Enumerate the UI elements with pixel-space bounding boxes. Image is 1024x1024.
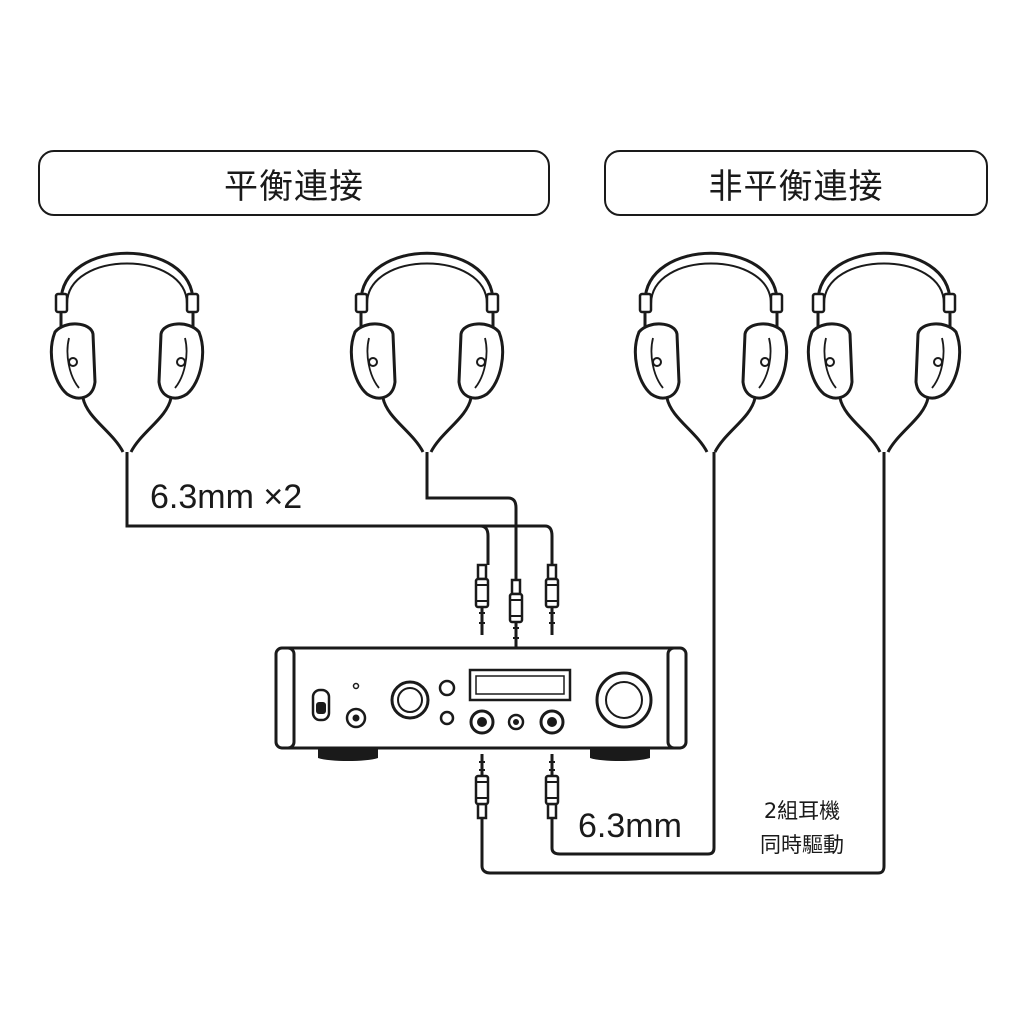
- cable-unbalanced-2: [480, 452, 886, 875]
- plug-unbalanced-right: [544, 752, 560, 820]
- headphone-balanced-2: [349, 251, 505, 454]
- plug-balanced-left: [474, 563, 490, 637]
- balanced-plug-label: 6.3mm ×2: [150, 478, 302, 516]
- balanced-connection-header: 平衡連接: [38, 150, 550, 216]
- dual-drive-label-line1: 2組耳機: [764, 799, 840, 823]
- unbalanced-plug-label: 6.3mm: [578, 807, 682, 845]
- dual-drive-label-line2: 同時驅動: [760, 833, 844, 857]
- headphone-amplifier: [274, 646, 688, 761]
- headphone-unbalanced-2: [806, 251, 962, 454]
- cable-balanced-2-left: [425, 452, 518, 580]
- headphone-unbalanced-1: [633, 251, 789, 454]
- unbalanced-connection-header: 非平衡連接: [604, 150, 988, 216]
- plug-balanced-right: [544, 563, 560, 637]
- headphone-balanced-1: [49, 251, 205, 454]
- plug-balanced-center: [508, 578, 524, 652]
- cable-balanced-2-right: [470, 524, 554, 565]
- plug-unbalanced-left: [474, 752, 490, 820]
- cable-unbalanced-1: [550, 452, 716, 856]
